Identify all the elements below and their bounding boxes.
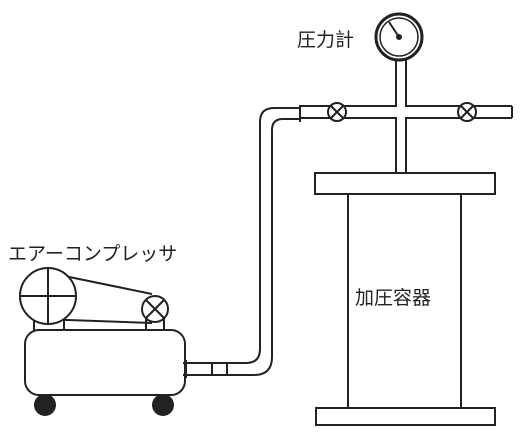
pressure-vessel	[314, 172, 496, 426]
compressor-wheels	[34, 394, 174, 416]
valve-left	[327, 102, 347, 122]
valve-right	[457, 102, 477, 122]
pressure-gauge-label: 圧力計	[297, 29, 354, 51]
air-compressor-label: エアーコンプレッサ	[8, 243, 177, 265]
motor-flywheel-icon	[19, 267, 77, 325]
hose-pipe	[183, 105, 301, 378]
pump-pulley-icon	[141, 295, 169, 323]
pressure-gauge-icon	[374, 12, 424, 62]
pressure-vessel-label: 加圧容器	[355, 287, 431, 309]
